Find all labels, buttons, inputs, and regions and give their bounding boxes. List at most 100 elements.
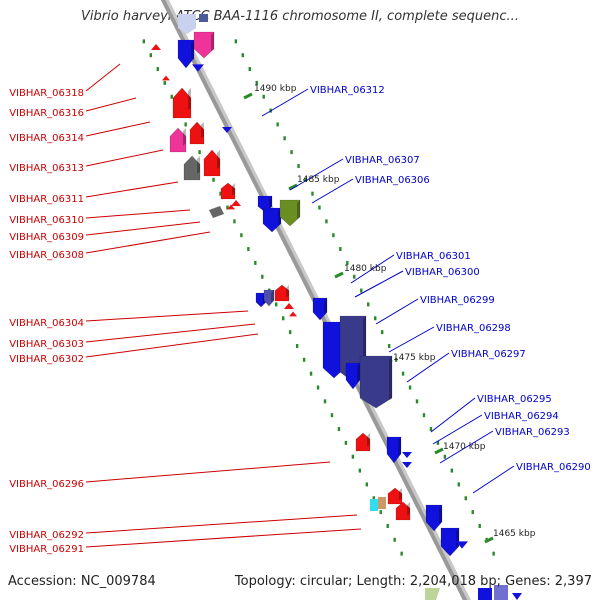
left-track-dot[interactable]: [302, 357, 306, 362]
leader-line-left[interactable]: [85, 221, 201, 236]
gene-06296[interactable]: [355, 432, 371, 452]
gene-06294[interactable]: [402, 462, 412, 468]
right-track-dot[interactable]: [373, 316, 377, 321]
gene-06297-shade[interactable]: [357, 363, 360, 382]
right-track-dot[interactable]: [353, 274, 356, 279]
leader-line-left[interactable]: [85, 528, 362, 548]
leader-line-right[interactable]: [261, 88, 309, 117]
left-track-dot[interactable]: [330, 413, 334, 418]
gene-cyan[interactable]: [370, 499, 378, 511]
leader-line-left[interactable]: [85, 461, 331, 483]
gene-06304[interactable]: [274, 284, 290, 302]
right-track-dot[interactable]: [360, 288, 363, 293]
gene-06292[interactable]: [387, 487, 403, 505]
right-track-dot[interactable]: [346, 260, 349, 265]
leader-line-right[interactable]: [472, 465, 515, 494]
gene-06302[interactable]: [289, 311, 297, 317]
gene-06311-shade[interactable]: [232, 183, 235, 196]
right-track-dot[interactable]: [422, 413, 426, 418]
right-track-dot[interactable]: [380, 330, 384, 335]
scale-tick[interactable]: [243, 92, 253, 100]
leader-line-right[interactable]: [388, 326, 435, 353]
gene-06316-shade[interactable]: [188, 88, 191, 110]
right-track-dot[interactable]: [367, 302, 370, 307]
right-track-dot[interactable]: [478, 523, 481, 528]
right-track-dot[interactable]: [325, 219, 328, 224]
left-track-dot[interactable]: [142, 39, 146, 44]
gene-06306-shade[interactable]: [297, 200, 300, 219]
gene-tan[interactable]: [378, 497, 386, 509]
left-track-dot[interactable]: [163, 80, 166, 85]
leader-line-left[interactable]: [85, 310, 249, 322]
left-track-dot[interactable]: [344, 440, 348, 445]
left-track-dot[interactable]: [309, 371, 313, 376]
gene-06312b[interactable]: [192, 64, 204, 72]
gene-bottom-violet[interactable]: [494, 585, 508, 600]
right-track-dot[interactable]: [429, 427, 433, 432]
right-track-dot[interactable]: [471, 510, 474, 515]
right-track-dot[interactable]: [394, 357, 398, 362]
left-track-dot[interactable]: [372, 496, 375, 501]
leader-line-right[interactable]: [289, 158, 344, 191]
gene-06297[interactable]: [345, 362, 361, 390]
left-track-dot[interactable]: [358, 468, 362, 473]
leader-line-left[interactable]: [85, 514, 358, 534]
scale-tick[interactable]: [434, 447, 444, 455]
gene-06290-shade[interactable]: [456, 528, 459, 549]
left-track-dot[interactable]: [240, 233, 243, 238]
gene-06312a[interactable]: [177, 39, 195, 69]
left-track-dot[interactable]: [254, 260, 257, 265]
gene-06312-pink[interactable]: [193, 31, 215, 59]
left-track-dot[interactable]: [184, 122, 187, 127]
gene-06314b[interactable]: [189, 121, 205, 145]
gene-top-dark[interactable]: [199, 14, 208, 22]
left-track-dot[interactable]: [219, 191, 222, 196]
gene-06300-shade[interactable]: [271, 290, 274, 303]
gene-top-faint[interactable]: [178, 14, 196, 34]
gene-06309[interactable]: [209, 206, 224, 218]
scale-tick[interactable]: [484, 536, 494, 544]
gene-06313-shade[interactable]: [197, 156, 200, 174]
right-track-dot[interactable]: [262, 94, 265, 99]
right-track-dot[interactable]: [241, 53, 245, 58]
gene-06291-shade[interactable]: [407, 502, 410, 516]
gene-06296-shade[interactable]: [367, 433, 370, 447]
right-track-dot[interactable]: [283, 136, 286, 141]
gene-06313b[interactable]: [203, 149, 221, 177]
gene-06316-tri[interactable]: [162, 75, 170, 81]
right-track-dot[interactable]: [457, 482, 461, 487]
right-track-dot[interactable]: [339, 247, 342, 252]
gene-06314b-shade[interactable]: [201, 122, 204, 139]
left-track-dot[interactable]: [247, 247, 250, 252]
gene-bottom-green[interactable]: [425, 588, 440, 600]
leader-line-right[interactable]: [375, 298, 419, 325]
right-track-dot[interactable]: [332, 233, 335, 238]
gene-06307[interactable]: [262, 207, 282, 233]
left-track-dot[interactable]: [295, 343, 299, 348]
gene-06293[interactable]: [402, 452, 412, 458]
gene-06313b-shade[interactable]: [217, 150, 220, 169]
gene-06300[interactable]: [263, 289, 275, 307]
leader-line-right[interactable]: [406, 352, 450, 383]
right-track-dot[interactable]: [318, 205, 321, 210]
leader-line-right[interactable]: [354, 270, 404, 298]
left-track-dot[interactable]: [261, 274, 264, 279]
gene-06307a-shade[interactable]: [269, 196, 272, 209]
gene-06290[interactable]: [440, 527, 460, 557]
gene-06297-navy-shade[interactable]: [389, 356, 392, 400]
right-track-dot[interactable]: [450, 468, 454, 473]
scale-tick[interactable]: [334, 271, 344, 279]
leader-line-left[interactable]: [85, 121, 151, 137]
gene-06308[interactable]: [227, 204, 235, 210]
right-track-dot[interactable]: [443, 454, 447, 459]
right-track-dot[interactable]: [304, 177, 307, 182]
right-track-dot[interactable]: [255, 80, 258, 85]
gene-06306[interactable]: [279, 199, 301, 227]
gene-bottom-tri[interactable]: [512, 593, 522, 600]
right-track-dot[interactable]: [408, 385, 412, 390]
gene-06303[interactable]: [284, 303, 294, 309]
right-track-dot[interactable]: [248, 67, 251, 72]
gene-06314-shade[interactable]: [183, 128, 186, 146]
leader-line-left[interactable]: [85, 149, 164, 167]
